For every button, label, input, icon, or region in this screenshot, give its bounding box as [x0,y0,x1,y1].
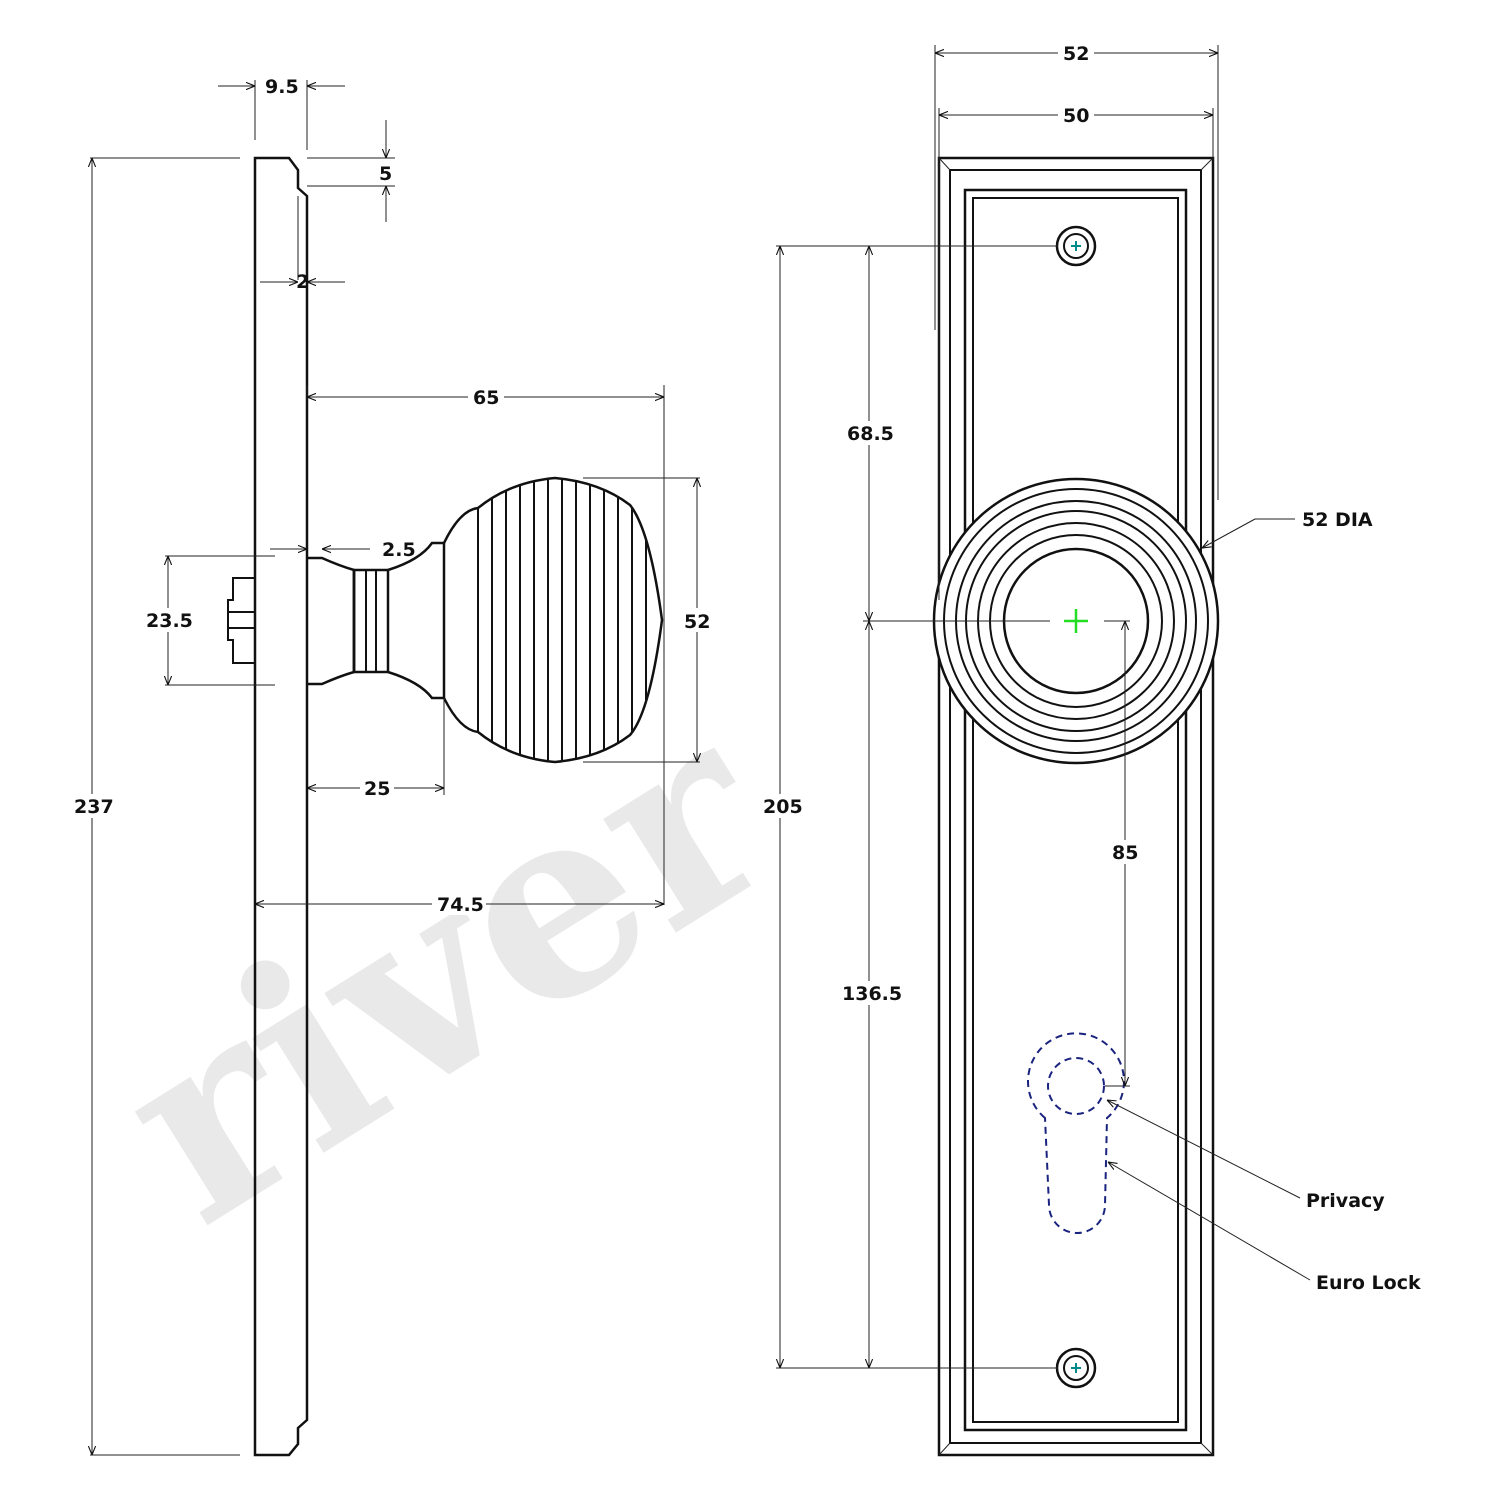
dim-step: 2 [296,271,309,293]
backplate-profile [253,156,309,1457]
dim-outer-width: 52 [1063,43,1089,65]
side-view: 9.5 5 2 237 65 2.5 23.5 52 25 [70,76,716,1457]
screw-bottom [1055,1347,1097,1389]
dim-face-offset: 9.5 [265,76,299,98]
spindle-block [227,577,255,664]
dim-knob-to-bottom: 136.5 [842,983,902,1005]
dim-total-projection: 74.5 [437,894,484,916]
dim-neck-length: 25 [364,778,390,800]
callout-privacy: Privacy [1306,1190,1385,1212]
dim-knob-dia-side: 52 [684,611,710,633]
knob-ribs [477,479,647,761]
privacy-outline [1047,1057,1105,1115]
knob-collar [352,568,390,674]
dim-top-to-knob: 68.5 [847,423,894,445]
dim-hole-centres: 205 [763,796,803,818]
watermark-text: river [71,656,822,1283]
backplate-step [949,169,1202,1444]
dim-chamfer: 5 [379,163,392,185]
backplate-raised-inner [972,197,1179,1423]
screw-top [1055,225,1097,267]
dim-plate-height: 237 [74,796,114,818]
knob-neck [307,556,356,686]
beehive-knob [442,476,664,764]
dim-knob-to-lock: 85 [1112,842,1138,864]
front-view: 52 50 205 68.5 136.5 85 52 DIA Privacy E… [760,40,1421,1457]
euro-lock-outline [1027,1032,1125,1234]
dim-inner-width: 50 [1063,105,1089,127]
backplate-raised-outer [963,188,1188,1432]
backplate-outer [937,156,1215,1457]
dim-spindle-block: 23.5 [146,610,193,632]
callout-euro-lock: Euro Lock [1316,1272,1421,1294]
dim-rose-gap: 2.5 [382,539,416,561]
dim-knob-reach: 65 [473,387,499,409]
dim-knob-dia: 52 DIA [1302,509,1373,531]
